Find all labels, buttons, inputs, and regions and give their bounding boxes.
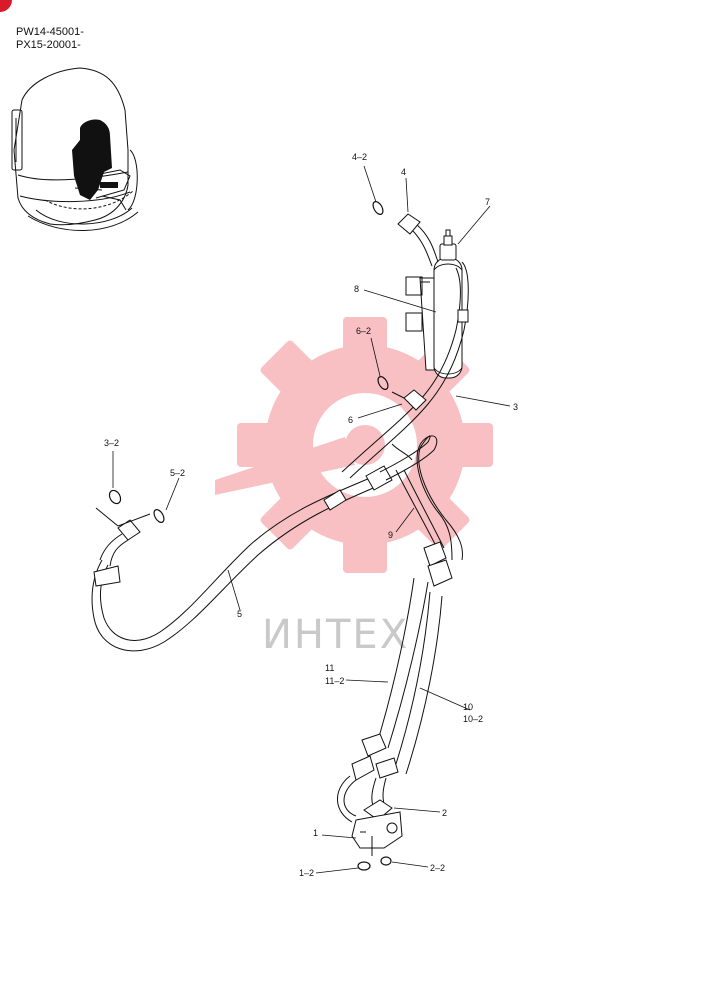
o-ring-3-2 — [108, 489, 122, 505]
callout-4-2: 4–2 — [352, 152, 367, 162]
callout-2-2: 2–2 — [430, 863, 445, 873]
hose-10-11 — [337, 541, 453, 823]
machine-thumbnail — [11, 67, 139, 231]
manifold-block-1 — [351, 799, 403, 856]
hose-3 — [341, 261, 469, 479]
serial-number-2: PX15-20001- — [16, 39, 81, 51]
o-ring-2-2 — [380, 856, 392, 866]
callout-9: 9 — [388, 530, 393, 540]
o-ring-5-2 — [153, 509, 165, 523]
callout-1: 1 — [313, 828, 318, 838]
callout-10: 10 — [463, 702, 473, 712]
callout-3-2: 3–2 — [104, 438, 119, 448]
callout-11: 11 — [325, 663, 334, 673]
serial-number-1: PW14-45001- — [16, 26, 84, 38]
callout-7: 7 — [485, 197, 490, 207]
callout-5: 5 — [237, 609, 242, 619]
leader-lines — [112, 165, 511, 874]
hose-4 — [397, 213, 439, 267]
pipe-9 — [379, 435, 463, 561]
callout-10-2: 10–2 — [463, 714, 483, 724]
callout-4: 4 — [401, 167, 406, 177]
o-ring-6-2 — [377, 376, 389, 390]
callout-2: 2 — [442, 808, 447, 818]
callout-labels: 4–2 4 7 8 6–2 6 3 3–2 5–2 9 5 11 11–2 10… — [104, 152, 518, 878]
watermark-gear-icon — [215, 317, 493, 573]
hose-5 — [91, 465, 393, 652]
receiver-drier-assembly — [405, 229, 463, 379]
watermark-text: ИНТЕХ — [262, 612, 409, 658]
callout-8: 8 — [354, 284, 359, 294]
fitting-6 — [391, 389, 427, 411]
callout-3: 3 — [513, 402, 518, 412]
callout-1-2: 1–2 — [299, 868, 314, 878]
callout-11-2: 11–2 — [325, 676, 344, 686]
callout-5-2: 5–2 — [170, 468, 185, 478]
callout-6-2: 6–2 — [356, 326, 371, 336]
o-ring-4-2 — [372, 201, 384, 215]
callout-6: 6 — [348, 415, 353, 425]
o-ring-1-2 — [357, 861, 371, 871]
